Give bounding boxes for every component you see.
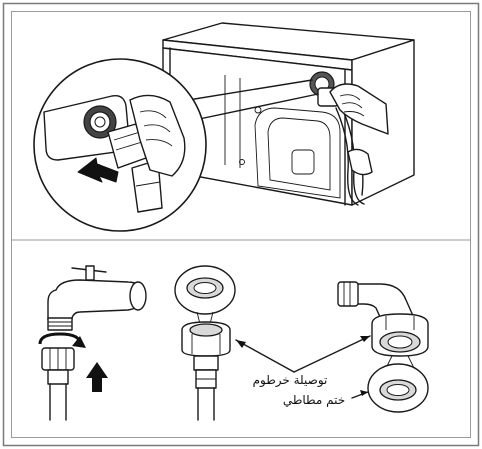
- magnified-detail: [34, 59, 206, 231]
- label-hose-connector: توصيلة خرطوم: [253, 373, 328, 388]
- label-pointers: [236, 336, 370, 398]
- label-rubber-seal: ختم مطاطي: [283, 393, 345, 407]
- faucet-illustration: [40, 266, 146, 420]
- connector-with-seal-illustration: [175, 266, 235, 420]
- up-arrow-icon: [86, 362, 108, 392]
- elbow-hose-illustration: [338, 282, 428, 412]
- rotate-arrow-icon: [40, 334, 86, 348]
